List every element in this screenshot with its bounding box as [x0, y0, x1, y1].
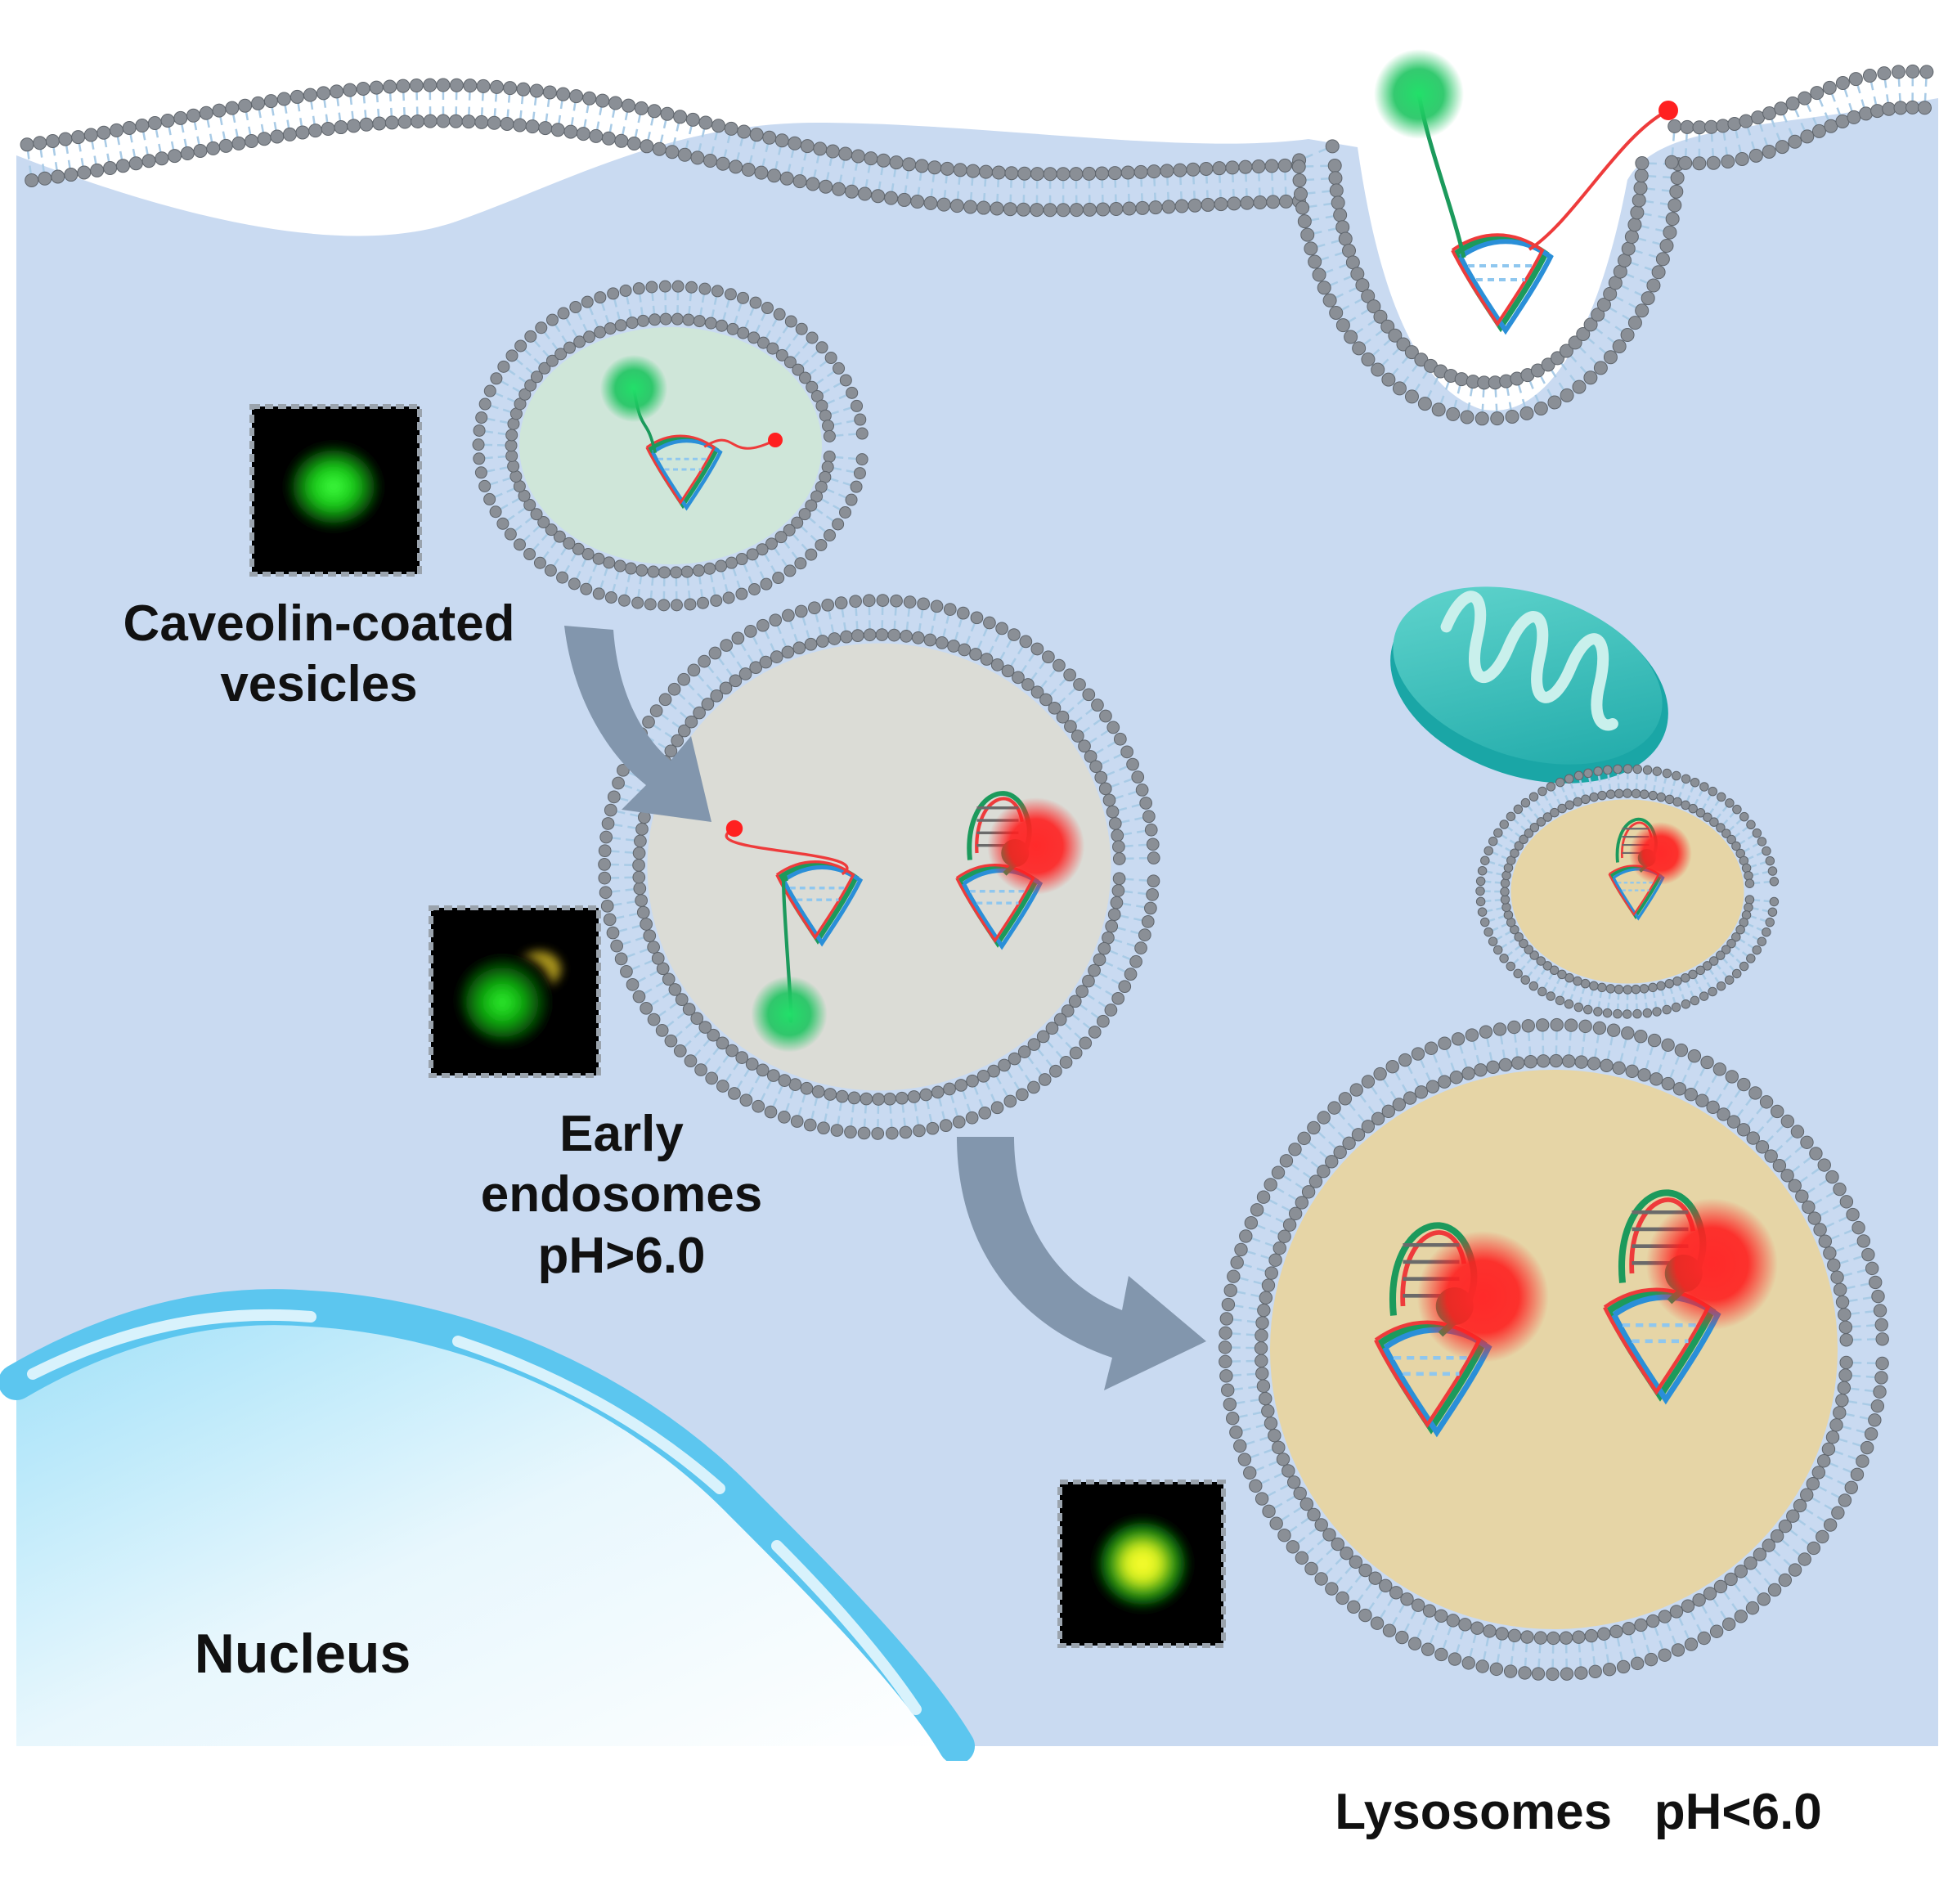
label-early-endosomes: Early endosomes pH>6.0	[442, 1104, 801, 1287]
fluorescence-green-icon	[252, 406, 420, 574]
endocytosis-diagram	[0, 0, 1957, 1761]
label-caveolin-line2: vesicles	[82, 654, 556, 715]
label-nucleus: Nucleus	[164, 1621, 442, 1688]
label-nucleus-text: Nucleus	[164, 1621, 442, 1688]
vesicle-mitophagy	[1476, 765, 1779, 1018]
label-caveolin-coated-vesicles: Caveolin-coated vesicles	[82, 594, 556, 716]
fluorescence-yellow-icon	[1060, 1482, 1223, 1646]
label-lysosomes-text: Lysosomes pH<6.0	[1292, 1782, 1865, 1843]
vesicle-lysosome	[1219, 1018, 1888, 1680]
fluorescence-merge-icon	[431, 908, 599, 1075]
label-caveolin-line1: Caveolin-coated	[82, 594, 556, 654]
label-early-line3: pH>6.0	[442, 1226, 801, 1287]
label-early-line2: endosomes	[442, 1165, 801, 1225]
label-lysosomes: Lysosomes pH<6.0	[1292, 1660, 1865, 1904]
label-early-line1: Early	[442, 1104, 801, 1165]
